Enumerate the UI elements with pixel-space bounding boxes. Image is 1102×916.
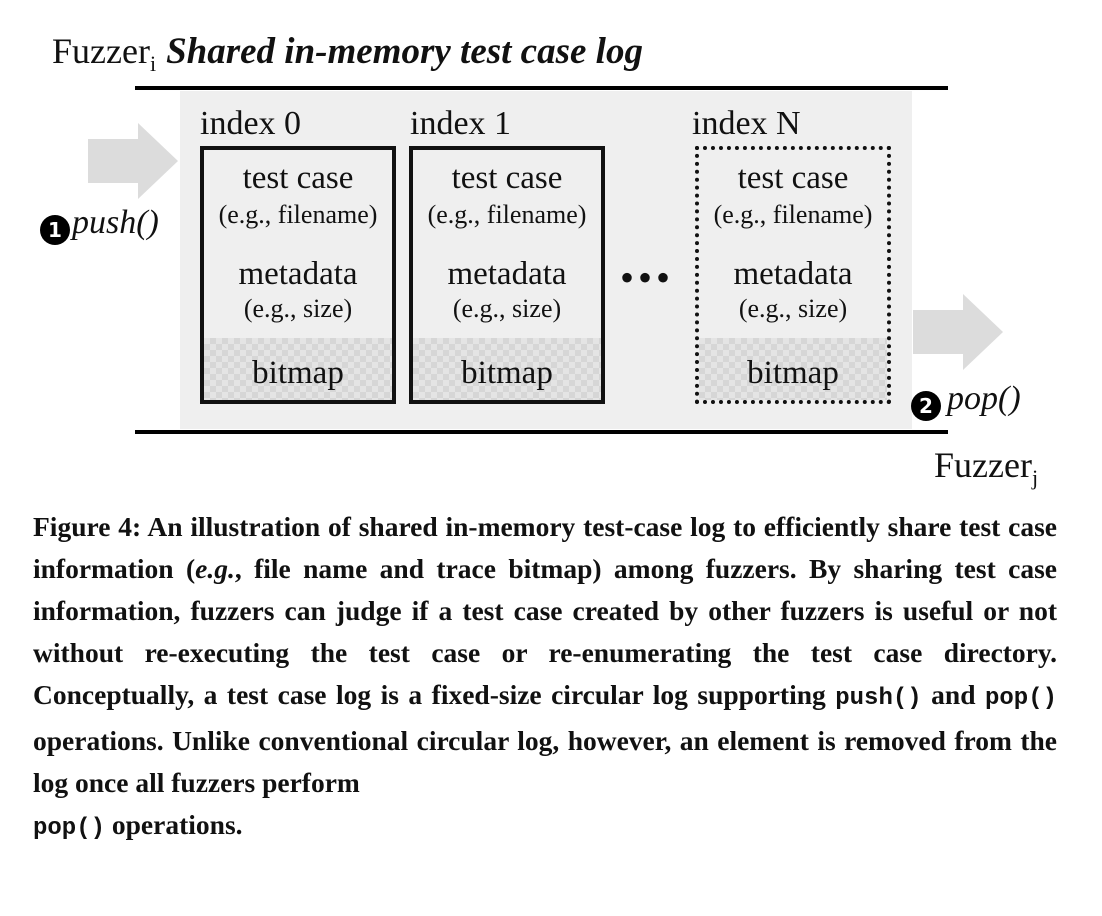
- caption-code-push: push(): [835, 685, 922, 712]
- test-case-example: (e.g., filename): [713, 200, 873, 229]
- metadata-text: metadata: [238, 256, 358, 292]
- metadata-example: (e.g., size): [243, 294, 353, 323]
- push-arrow-icon: [88, 123, 178, 199]
- metadata-text: metadata: [733, 256, 853, 292]
- bitmap-text: bitmap: [747, 355, 839, 391]
- index-n-label: index N: [692, 105, 801, 142]
- index-1-label: index 1: [410, 105, 512, 142]
- push-operation-label: push(): [72, 204, 159, 241]
- metadata-text: metadata: [447, 256, 567, 292]
- index-0-label: index 0: [200, 105, 302, 142]
- caption-text: operations. Unlike conventional circular…: [33, 725, 1057, 798]
- fuzzer-j-label: Fuzzerj: [934, 444, 1038, 491]
- diagram-title: Shared in-memory test case log: [166, 31, 643, 72]
- caption-text: and: [921, 679, 985, 710]
- caption-text: Figure 4: An illustration of shared in-m…: [33, 511, 1057, 584]
- fuzzer-j-text: Fuzzer: [934, 445, 1032, 485]
- test-case-text: test case: [451, 160, 563, 196]
- test-case-example: (e.g., filename): [427, 200, 587, 229]
- bitmap-pattern: [204, 338, 392, 400]
- fuzzer-j-subscript: j: [1031, 465, 1039, 491]
- caption-code-pop: pop(): [33, 815, 106, 842]
- bitmap-text: bitmap: [461, 355, 553, 391]
- test-case-text: test case: [737, 160, 849, 196]
- pop-operation-label: pop(): [947, 380, 1021, 417]
- fuzzer-i-label: Fuzzeri: [52, 31, 156, 76]
- figure-caption: Figure 4: An illustration of shared in-m…: [33, 506, 1057, 850]
- caption-text: operations.: [105, 809, 243, 840]
- log-entry-n: test case (e.g., filename) metadata (e.g…: [695, 146, 891, 404]
- log-entry-0: test case (e.g., filename) metadata (e.g…: [200, 146, 396, 404]
- pop-arrow-icon: [913, 294, 1003, 370]
- top-rule: [135, 86, 948, 90]
- log-entry-1: test case (e.g., filename) metadata (e.g…: [409, 146, 605, 404]
- bottom-rule: [135, 430, 948, 434]
- fuzzer-i-subscript: i: [149, 51, 157, 77]
- bitmap-pattern: [699, 338, 887, 400]
- caption-code-pop: pop(): [984, 685, 1057, 712]
- caption-text: , file name and trace bitmap) among fuzz…: [33, 553, 1057, 710]
- metadata-example: (e.g., size): [738, 294, 848, 323]
- ellipsis: •••: [620, 255, 675, 300]
- fuzzer-i-text: Fuzzer: [52, 31, 150, 71]
- metadata-example: (e.g., size): [452, 294, 562, 323]
- push-step-badge: 1: [40, 215, 70, 245]
- caption-eg: e.g.: [195, 553, 235, 584]
- bitmap-pattern: [413, 338, 601, 400]
- test-case-text: test case: [242, 160, 354, 196]
- test-case-example: (e.g., filename): [218, 200, 378, 229]
- pop-step-badge: 2: [911, 391, 941, 421]
- bitmap-text: bitmap: [252, 355, 344, 391]
